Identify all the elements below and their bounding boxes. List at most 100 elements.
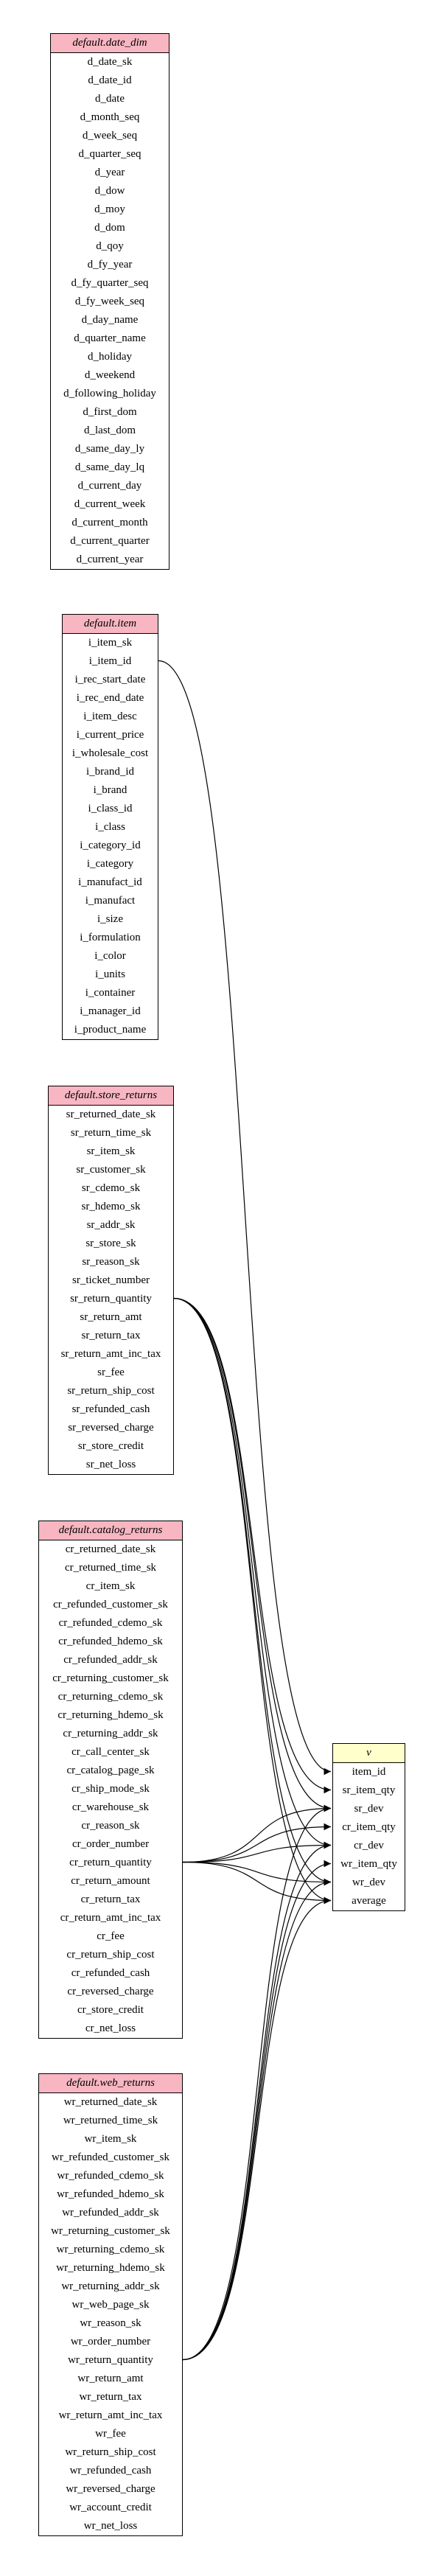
lineage-edge [182, 1823, 332, 1863]
column-cr-warehouse-sk: cr_warehouse_sk [71, 1801, 150, 1813]
column-cr-returning-cdemo-sk: cr_returning_cdemo_sk [57, 1691, 164, 1703]
column-sr-return-tax: sr_return_tax [81, 1330, 141, 1341]
column-i-formulation: i_formulation [80, 932, 141, 943]
column-i-class: i_class [95, 821, 125, 833]
table-title: default.item [63, 615, 158, 634]
lineage-edge [182, 1841, 332, 2361]
column-sr-item-qty: sr_item_qty [342, 1784, 396, 1796]
column-wr-item-qty: wr_item_qty [340, 1858, 397, 1870]
column-i-category: i_category [86, 858, 134, 870]
column-i-item-id: i_item_id [88, 655, 132, 667]
column-wr-reason-sk: wr_reason_sk [80, 2317, 141, 2329]
column-cr-dev: cr_dev [354, 1840, 384, 1851]
lineage-edge [182, 1861, 332, 1905]
column-d-qoy: d_qoy [96, 240, 124, 252]
column-d-weekend: d_weekend [84, 369, 136, 381]
column-i-category-id: i_category_id [80, 840, 141, 851]
column-d-day-name: d_day_name [81, 314, 139, 326]
column-d-fy-quarter-seq: d_fy_quarter_seq [71, 277, 149, 289]
column-i-size: i_size [97, 913, 123, 925]
lineage-edge [173, 1297, 332, 1905]
column-d-quarter-name: d_quarter_name [74, 332, 146, 344]
column-sr-addr-sk: sr_addr_sk [86, 1219, 136, 1231]
column-sr-return-amt: sr_return_amt [80, 1311, 142, 1323]
column-sr-return-quantity: sr_return_quantity [70, 1293, 152, 1305]
table-catalog-returns: default.catalog_returns cr_returned_date_… [38, 1521, 183, 2039]
lineage-edge [158, 660, 332, 1776]
column-d-dom: d_dom [94, 222, 125, 234]
column-wr-refunded-cdemo-sk: wr_refunded_cdemo_sk [57, 2170, 164, 2182]
column-sr-customer-sk: sr_customer_sk [76, 1164, 146, 1176]
column-d-dow: d_dow [94, 185, 125, 197]
column-cr-return-ship-cost: cr_return_ship_cost [66, 1949, 155, 1961]
column-i-product-name: i_product_name [74, 1024, 147, 1036]
column-sr-refunded-cash: sr_refunded_cash [71, 1403, 150, 1415]
column-wr-returned-date-sk: wr_returned_date_sk [63, 2096, 158, 2108]
column-sr-store-sk: sr_store_sk [85, 1238, 136, 1249]
lineage-edge [182, 1861, 332, 1886]
column-sr-store-credit: sr_store_credit [77, 1440, 144, 1452]
lineage-edge [182, 1804, 332, 1863]
column-i-rec-end-date: i_rec_end_date [76, 692, 144, 704]
column-d-current-month: d_current_month [71, 517, 148, 528]
column-i-manufact: i_manufact [85, 895, 136, 907]
table-title: default.catalog_returns [39, 1521, 182, 1540]
column-wr-refunded-cash: wr_refunded_cash [69, 2465, 152, 2476]
column-i-manufact-id: i_manufact_id [78, 876, 142, 888]
column-item-id: item_id [352, 1766, 386, 1778]
column-wr-account-credit: wr_account_credit [69, 2502, 152, 2513]
column-sr-return-ship-cost: sr_return_ship_cost [67, 1385, 155, 1397]
column-wr-returning-cdemo-sk: wr_returning_cdemo_sk [56, 2244, 165, 2255]
column-cr-refunded-hdemo-sk: cr_refunded_hdemo_sk [58, 1636, 163, 1647]
column-cr-refunded-cdemo-sk: cr_refunded_cdemo_sk [58, 1617, 163, 1629]
column-d-same-day-lq: d_same_day_lq [74, 461, 145, 473]
column-wr-return-tax: wr_return_tax [79, 2391, 142, 2403]
column-sr-ticket-number: sr_ticket_number [72, 1274, 150, 1286]
column-cr-returned-date-sk: cr_returned_date_sk [65, 1543, 156, 1555]
column-i-wholesale-cost: i_wholesale_cost [71, 747, 149, 759]
column-cr-order-number: cr_order_number [71, 1838, 150, 1850]
column-cr-call-center-sk: cr_call_center_sk [71, 1746, 150, 1758]
column-d-quarter-seq: d_quarter_seq [78, 148, 141, 160]
lineage-edge [173, 1297, 332, 1812]
lineage-edge [173, 1297, 332, 1794]
column-average: average [352, 1895, 386, 1907]
column-cr-return-amt-inc-tax: cr_return_amt_inc_tax [60, 1912, 161, 1924]
column-sr-reversed-charge: sr_reversed_charge [68, 1422, 154, 1434]
column-wr-refunded-addr-sk: wr_refunded_addr_sk [62, 2207, 159, 2219]
column-wr-refunded-customer-sk: wr_refunded_customer_sk [52, 2151, 169, 2163]
column-wr-refunded-hdemo-sk: wr_refunded_hdemo_sk [57, 2188, 164, 2200]
column-d-fy-week-seq: d_fy_week_seq [74, 296, 145, 307]
lineage-edge [182, 1860, 332, 2361]
column-wr-returning-addr-sk: wr_returning_addr_sk [61, 2280, 160, 2292]
column-wr-fee: wr_fee [95, 2428, 126, 2440]
column-wr-return-amt-inc-tax: wr_return_amt_inc_tax [58, 2409, 163, 2421]
column-d-week-seq: d_week_seq [82, 130, 138, 142]
column-d-current-year: d_current_year [76, 554, 144, 565]
column-cr-returning-hdemo-sk: cr_returning_hdemo_sk [57, 1709, 164, 1721]
column-d-current-quarter: d_current_quarter [70, 535, 150, 547]
column-cr-refunded-addr-sk: cr_refunded_addr_sk [63, 1654, 158, 1666]
column-cr-returning-customer-sk: cr_returning_customer_sk [52, 1672, 169, 1684]
column-cr-item-sk: cr_item_sk [85, 1580, 136, 1592]
column-wr-returning-hdemo-sk: wr_returning_hdemo_sk [56, 2262, 165, 2274]
column-cr-refunded-customer-sk: cr_refunded_customer_sk [53, 1599, 168, 1610]
column-i-brand: i_brand [93, 784, 127, 796]
column-wr-reversed-charge: wr_reversed_charge [66, 2483, 155, 2495]
column-i-units: i_units [95, 968, 125, 980]
column-d-date: d_date [95, 93, 125, 105]
column-cr-returned-time-sk: cr_returned_time_sk [64, 1562, 157, 1574]
column-sr-returned-date-sk: sr_returned_date_sk [66, 1109, 156, 1120]
column-sr-hdemo-sk: sr_hdemo_sk [81, 1201, 141, 1212]
column-i-item-sk: i_item_sk [88, 637, 133, 649]
column-d-month-seq: d_month_seq [80, 111, 140, 123]
column-cr-return-tax: cr_return_tax [80, 1893, 141, 1905]
column-sr-dev: sr_dev [354, 1803, 384, 1815]
lineage-edge [182, 1841, 332, 1863]
column-d-current-day: d_current_day [77, 480, 142, 492]
column-cr-reversed-charge: cr_reversed_charge [67, 1986, 154, 1997]
